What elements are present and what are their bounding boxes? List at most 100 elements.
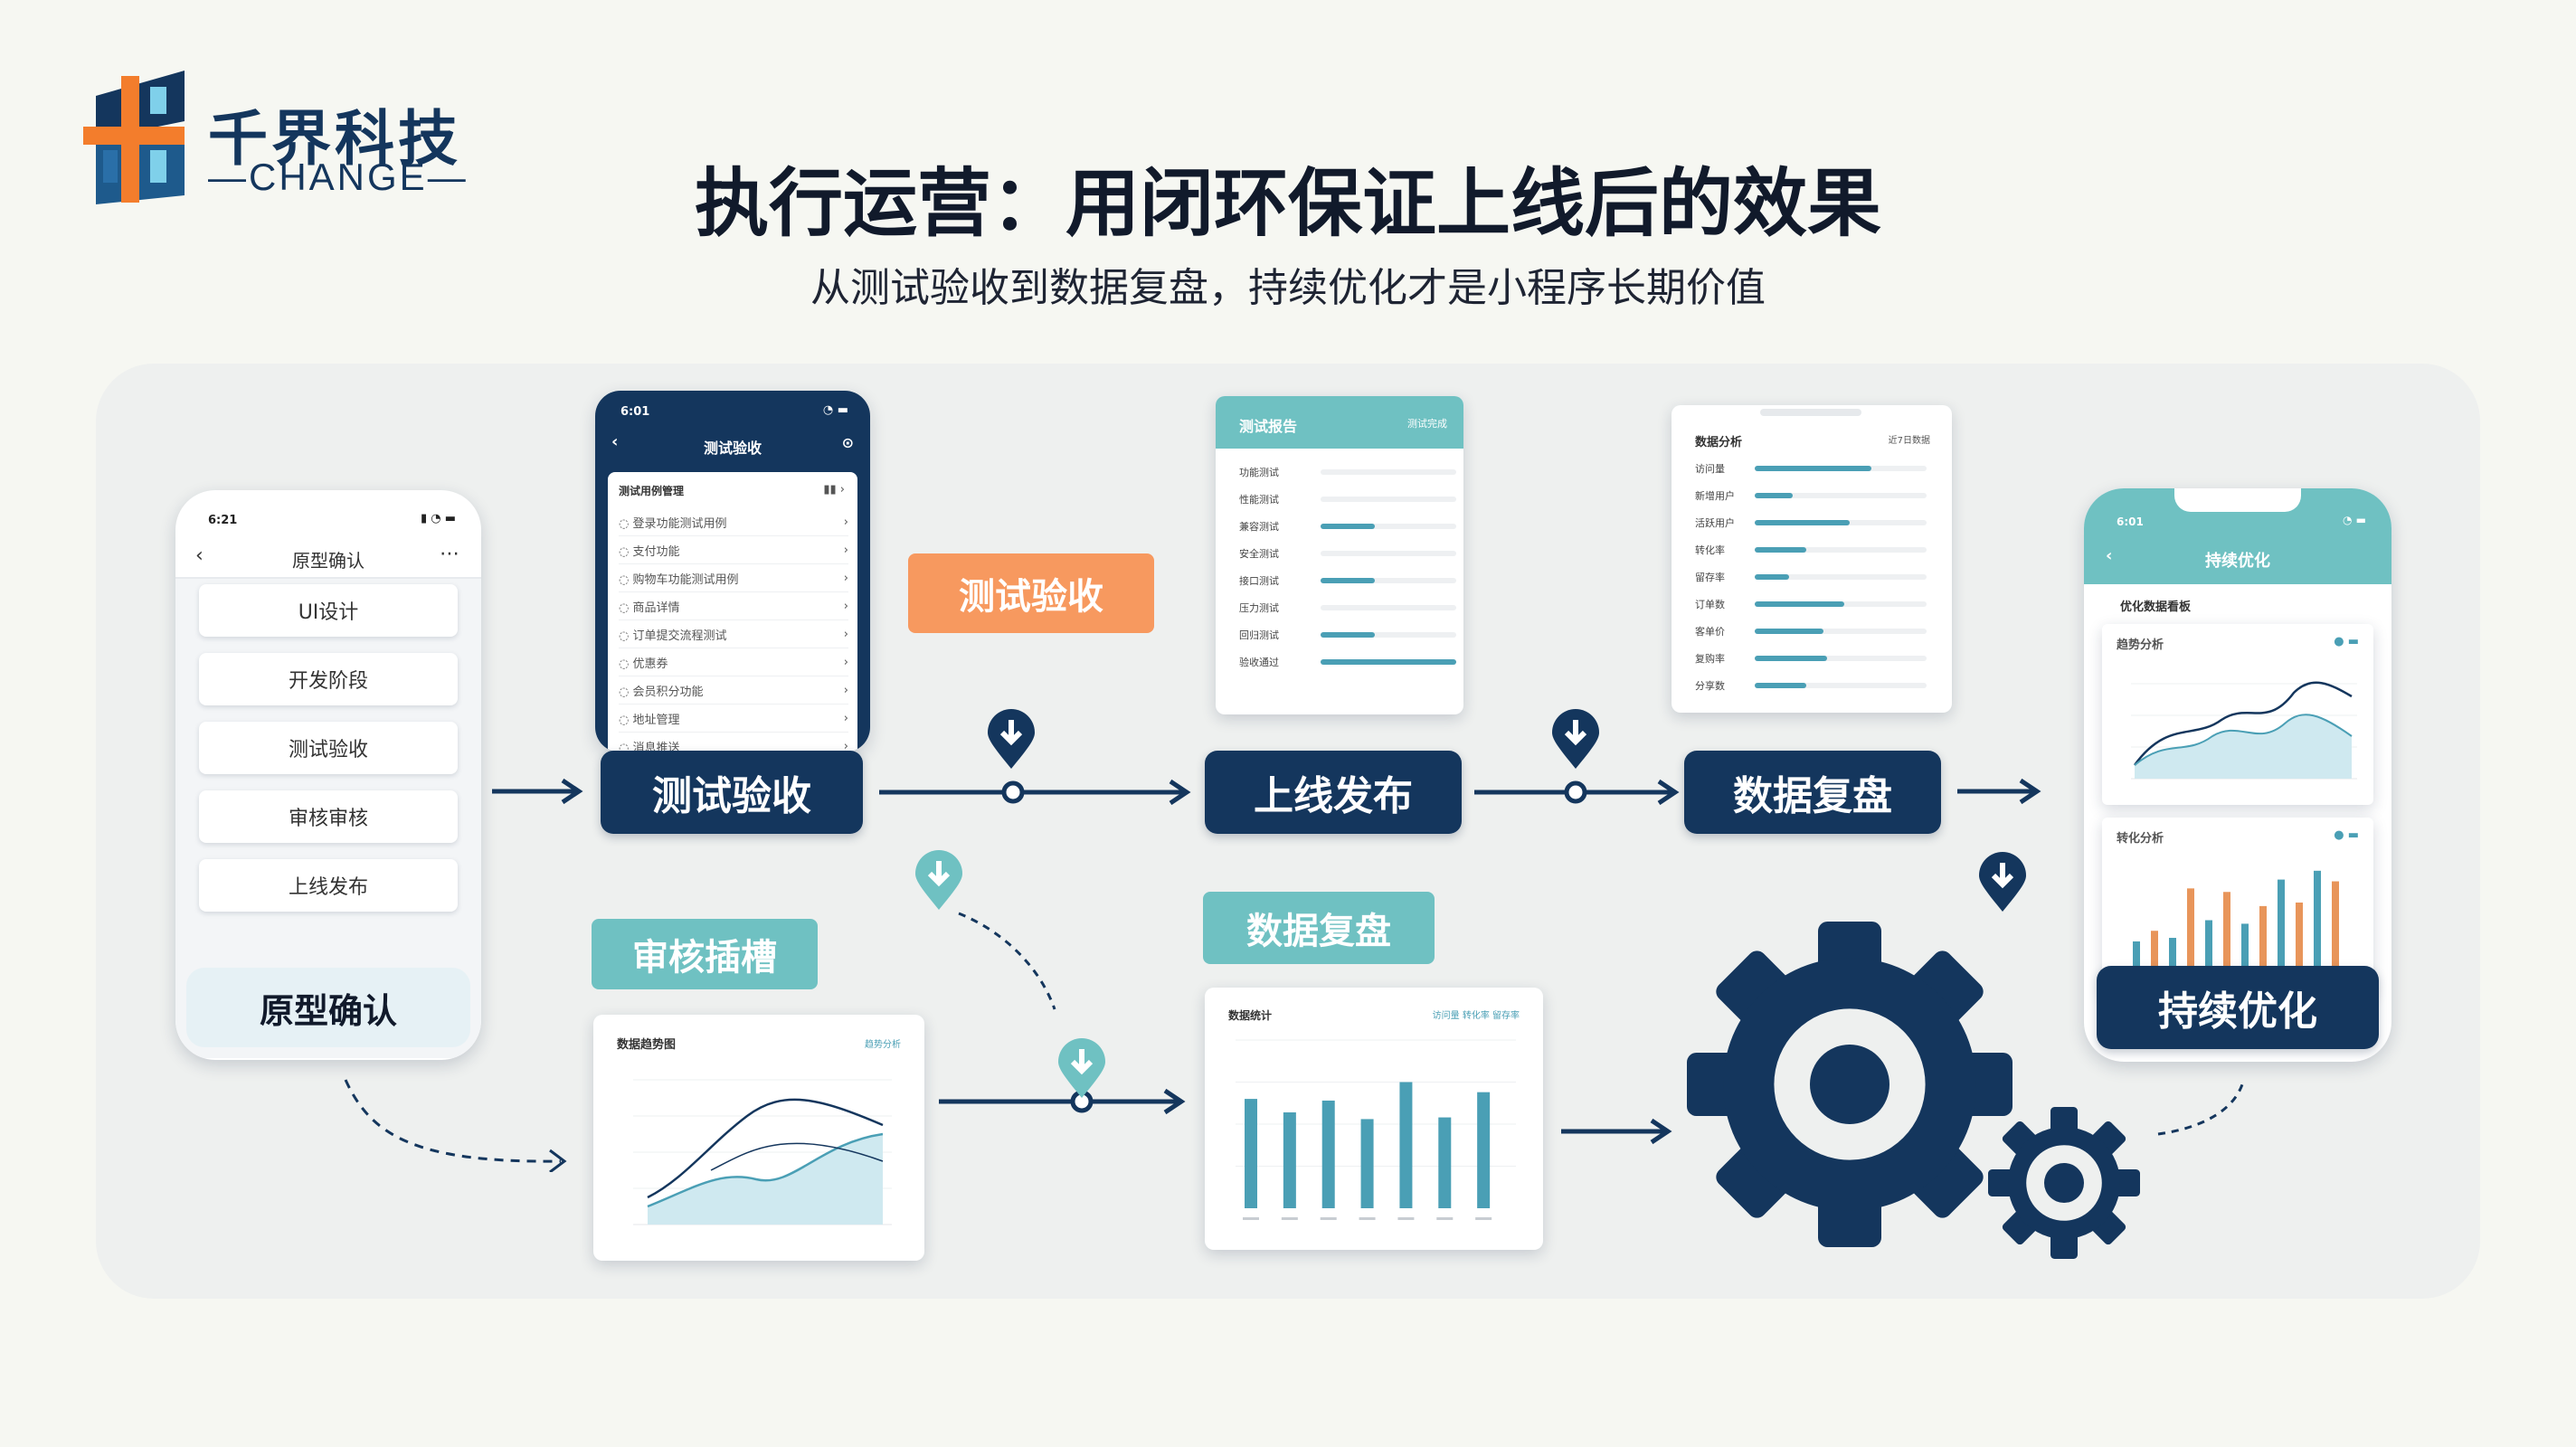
- signal-icon: ▮ ◔ ▬: [420, 512, 456, 525]
- progress-row: 分享数: [1695, 676, 1932, 704]
- flow-arrow: [492, 778, 583, 805]
- phone-divider: [175, 577, 481, 579]
- x-tick: [1436, 1217, 1454, 1220]
- list-item[interactable]: ◌ 订单提交流程测试›: [619, 620, 848, 648]
- optimize-phone: 6:01 ◔ ▬ ‹ 持续优化 优化数据看板 趋势分析 ● ▬ 转化分析 ● ▬…: [2084, 488, 2391, 1062]
- x-tick: [1243, 1217, 1259, 1220]
- trend-chart-card: 趋势分析 ● ▬: [2102, 624, 2373, 805]
- progress-fill: [1755, 547, 1806, 553]
- row-label: 复购率: [1695, 653, 1725, 665]
- step-optimize-button[interactable]: 持续优化: [2097, 966, 2379, 1049]
- menu-item[interactable]: 上线发布: [199, 859, 458, 912]
- flow-connector: [939, 1088, 1186, 1115]
- row-label: 留存率: [1695, 572, 1725, 583]
- row-label: 访问量: [1695, 463, 1725, 475]
- back-icon[interactable]: ‹: [195, 544, 204, 567]
- bar: [2133, 941, 2140, 977]
- card-legend: 访问量 转化率 留存率: [1432, 1011, 1520, 1021]
- phone-header: 测试验收: [703, 440, 762, 457]
- card-title: 数据分析: [1695, 436, 1743, 449]
- list-item[interactable]: ◌ 购物车功能测试用例›: [619, 564, 848, 592]
- step-data-review-button[interactable]: 数据复盘: [1684, 751, 1941, 834]
- gear-icon: [1687, 922, 2012, 1247]
- report-rows: 功能测试性能测试兼容测试安全测试接口测试压力测试回归测试验收通过: [1239, 463, 1456, 680]
- more-icon[interactable]: ⋯: [440, 543, 459, 565]
- progress-fill: [1755, 574, 1789, 580]
- progress-track: [1321, 497, 1456, 502]
- card-legend: 趋势分析: [865, 1040, 901, 1050]
- test-phone: 6:01 ◔ ▬ ‹ 测试验收 ⊙ 测试用例管理 ▮▮ › ◌ 登录功能测试用例…: [595, 391, 870, 752]
- list-item[interactable]: ◌ 支付功能›: [619, 536, 848, 564]
- x-tick: [1475, 1217, 1492, 1220]
- list-item[interactable]: ◌ 优惠券›: [619, 648, 848, 676]
- progress-track: [1755, 574, 1927, 580]
- row-label: 客单价: [1695, 626, 1725, 638]
- progress-fill: [1321, 524, 1375, 529]
- chevron-right-icon: ›: [843, 599, 848, 613]
- chevron-right-icon: ›: [843, 543, 848, 557]
- settings-icon[interactable]: ⊙: [841, 434, 854, 451]
- progress-fill: [1755, 601, 1844, 607]
- chevron-right-icon: ›: [843, 571, 848, 585]
- card-header: 测试报告 测试完成: [1216, 396, 1463, 449]
- progress-track: [1321, 524, 1456, 529]
- trend-line-chart: [633, 1079, 892, 1225]
- gear-icon: [1988, 1107, 2140, 1259]
- progress-row: 接口测试: [1239, 572, 1456, 599]
- row-label: 支付功能: [632, 544, 680, 559]
- row-label: 购物车功能测试用例: [632, 572, 739, 587]
- list-item[interactable]: ◌ 会员积分功能›: [619, 676, 848, 705]
- menu-item[interactable]: 测试验收: [199, 722, 458, 774]
- bar: [2151, 931, 2158, 977]
- trend-card: 数据趋势图 趋势分析: [593, 1015, 924, 1261]
- bar: [1321, 1100, 1335, 1208]
- back-icon[interactable]: ‹: [611, 432, 619, 451]
- data-review-tag: 数据复盘: [1203, 892, 1435, 964]
- data-rows: 访问量新增用户活跃用户转化率留存率订单数客单价复购率分享数: [1695, 459, 1932, 704]
- wifi-icon: ◔ ▬: [822, 403, 848, 417]
- progress-row: 兼容测试: [1239, 517, 1456, 544]
- menu-item[interactable]: 开发阶段: [199, 653, 458, 705]
- x-tick: [1281, 1217, 1298, 1220]
- step-test-button[interactable]: 测试验收: [601, 751, 863, 834]
- list-item[interactable]: ◌ 消息推送›: [619, 733, 848, 753]
- card-title: 测试报告: [1239, 418, 1298, 435]
- progress-row: 性能测试: [1239, 490, 1456, 517]
- x-tick: [1320, 1217, 1337, 1220]
- progress-row: 客单价: [1695, 622, 1932, 649]
- flow-connector: [879, 779, 1191, 805]
- progress-row: 订单数: [1695, 595, 1932, 622]
- chevron-right-icon: ›: [843, 683, 848, 697]
- list-title: 测试用例管理: [619, 485, 685, 497]
- bar: [1399, 1082, 1413, 1208]
- chart-legend: ● ▬: [2334, 635, 2359, 648]
- list-item[interactable]: ◌ 商品详情›: [619, 592, 848, 620]
- list-item[interactable]: ◌ 登录功能测试用例›: [619, 508, 848, 536]
- row-label: 活跃用户: [1695, 517, 1735, 529]
- phone-notch: [2174, 488, 2301, 512]
- step-launch-button[interactable]: 上线发布: [1205, 751, 1462, 834]
- progress-fill: [1755, 493, 1793, 498]
- chart-legend: ● ▬: [2334, 828, 2359, 842]
- card-note: 近7日数据: [1888, 436, 1930, 446]
- row-label: 性能测试: [1239, 494, 1279, 506]
- row-label: 商品详情: [632, 601, 680, 615]
- card-note: 测试完成: [1407, 418, 1447, 430]
- row-label: 回归测试: [1239, 629, 1279, 641]
- data-analysis-card: 数据分析 近7日数据 访问量新增用户活跃用户转化率留存率订单数客单价复购率分享数: [1672, 405, 1952, 713]
- progress-row: 访问量: [1695, 459, 1932, 487]
- menu-item[interactable]: 审核审核: [199, 790, 458, 843]
- signal-icon: ◔ ▬: [2343, 514, 2366, 526]
- progress-row: 复购率: [1695, 649, 1932, 676]
- progress-row: 功能测试: [1239, 463, 1456, 490]
- row-label: 地址管理: [632, 713, 680, 727]
- back-icon[interactable]: ‹: [2106, 546, 2113, 565]
- brand-logo: [83, 71, 185, 204]
- bar: [2241, 923, 2249, 977]
- x-tick: [1359, 1217, 1376, 1220]
- list-item[interactable]: ◌ 地址管理›: [619, 705, 848, 733]
- chevron-right-icon: ›: [843, 711, 848, 725]
- menu-item[interactable]: UI设计: [199, 584, 458, 637]
- bar: [2259, 905, 2267, 977]
- brand-tagline: —CHANGE—: [208, 156, 469, 198]
